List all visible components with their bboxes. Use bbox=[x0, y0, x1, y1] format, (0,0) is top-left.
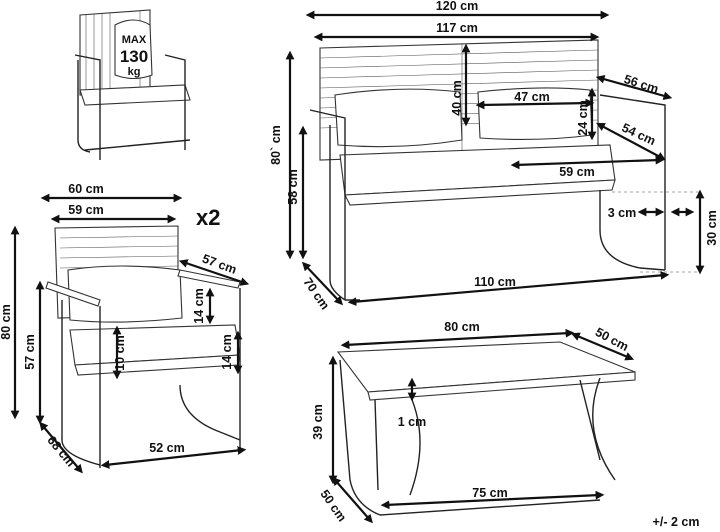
chair-width-back-label: 59 cm bbox=[68, 203, 103, 217]
sofa-depth-line bbox=[301, 261, 344, 306]
sofa-cushion-width-line bbox=[475, 98, 595, 110]
badge-weight-text: 130 bbox=[120, 47, 148, 66]
sofa-back-height-label: 40 cm bbox=[450, 80, 464, 115]
chair-base-width-line bbox=[100, 446, 247, 469]
table-length-line bbox=[340, 328, 575, 350]
sofa-seat-height-label: 58 cm bbox=[286, 169, 300, 204]
badge-max-text: MAX bbox=[122, 34, 147, 46]
sofa-frame-height-label: 30 cm bbox=[705, 210, 719, 245]
chair-seat-thickness-label: 10 cm bbox=[113, 335, 127, 370]
sofa-illustration bbox=[309, 39, 666, 301]
table-width-line bbox=[570, 332, 635, 361]
chair-depth-line bbox=[39, 421, 83, 474]
sofa-seat-width-line bbox=[510, 155, 665, 170]
table-base-length-label: 75 cm bbox=[472, 486, 507, 500]
sofa-seat-width-label: 59 cm bbox=[559, 165, 594, 179]
sofa-width-back-label: 117 cm bbox=[436, 21, 478, 35]
chair-height-label: 80 cm bbox=[0, 304, 13, 339]
chair-cushion-height-label: 14 cm bbox=[192, 288, 206, 323]
chair-armrest-line bbox=[178, 259, 250, 286]
chair-armrest-label: 57 cm bbox=[200, 252, 238, 277]
chair-width-total-label: 60 cm bbox=[68, 182, 103, 196]
chair-depth-label: 68 cm bbox=[44, 433, 78, 469]
sofa-seat-depth-label: 54 cm bbox=[620, 121, 658, 149]
sofa-height-label: 80` cm bbox=[269, 125, 283, 165]
sofa-leg-gap-label: 3 cm bbox=[608, 206, 637, 220]
sofa-cushion-height-label: 24 cm bbox=[576, 100, 590, 135]
table-thickness-label: 1 cm bbox=[398, 415, 427, 429]
table-base-width-line bbox=[332, 476, 373, 524]
sofa-seat-depth-line bbox=[596, 122, 666, 161]
chair-seat-height-label: 57 cm bbox=[23, 334, 37, 369]
chair-illustration bbox=[45, 225, 241, 468]
table-length-label: 80 cm bbox=[444, 320, 479, 334]
table-base-width-label: 50 cm bbox=[317, 487, 349, 524]
chair-load-illustration: MAX 130 kg bbox=[74, 9, 191, 160]
sofa-base-width-line bbox=[347, 270, 670, 307]
chair-seat-cushion-label: 14 cm bbox=[220, 334, 234, 369]
sofa-width-total-label: 120 cm bbox=[436, 0, 478, 13]
sofa-armrest-label: 56 cm bbox=[622, 72, 660, 96]
table-height-label: 39 cm bbox=[311, 404, 325, 439]
sofa-depth-label: 70 cm bbox=[300, 275, 332, 312]
tolerance-note: +/- 2 cm bbox=[653, 515, 700, 529]
chair-quantity-label: x2 bbox=[196, 205, 220, 230]
sofa-cushion-width-label: 47 cm bbox=[514, 90, 549, 104]
table-base-length-line bbox=[380, 490, 605, 510]
badge-unit-text: kg bbox=[128, 66, 141, 78]
chair-base-width-label: 52 cm bbox=[149, 441, 184, 455]
weight-badge bbox=[114, 19, 153, 80]
sofa-base-width-label: 110 cm bbox=[474, 275, 516, 289]
sofa-armrest-line bbox=[595, 74, 673, 101]
